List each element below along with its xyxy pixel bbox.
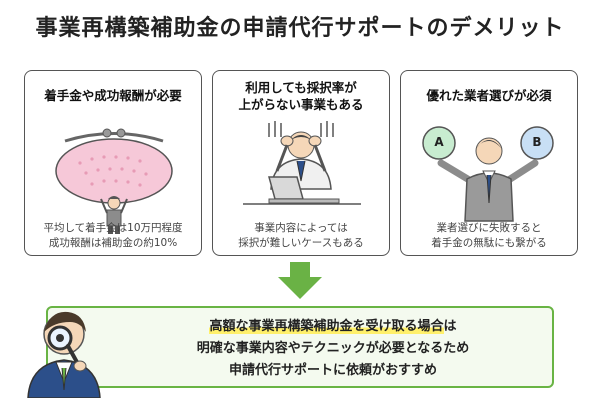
coin-purse-icon [55,128,173,234]
card-adoption-title-1: 利用しても採択率が [245,80,357,95]
page-title: 事業再構築補助金の申請代行サポートのデメリット [35,16,565,41]
businessman-choice-icon [422,126,554,222]
card-fees-title: 着手金や成功報酬が必要 [44,88,182,103]
card-vendor-title: 優れた業者選びが必須 [426,88,552,103]
card-fees: 着手金や成功報酬が必要 平均して着手金は10万円程度 成功報酬は補助金の約10% [24,70,202,256]
conclusion-line-1-rest: は [443,319,457,334]
detective-magnifier-icon [27,311,101,398]
card-fees-caption-2: 成功報酬は補助金の約10% [48,237,178,249]
card-vendor-caption-1: 業者選びに失敗すると [436,222,542,234]
choice-ball-a-label: A [434,135,444,149]
conclusion-line-3: 申請代行サポートに依頼がおすすめ [228,363,437,378]
conclusion-line-2: 明確な事業内容やテクニックが必要となるため [196,341,470,356]
conclusion-line-1: 高額な事業再構築補助金を受け取る場合は [118,316,548,338]
card-adoption-title-2: 上がらない事業もある [238,97,364,112]
stressed-man-laptop-icon [243,121,361,205]
card-vendor: 優れた業者選びが必須 A B 業者選びに失敗すると 着手金の無駄にも繋がる [400,70,578,256]
card-vendor-caption-2: 着手金の無駄にも繋がる [431,237,547,249]
choice-ball-b-label: B [532,135,542,149]
card-adoption-caption-1: 事業内容によっては [254,222,348,234]
down-arrow-icon [278,262,322,299]
card-fees-caption-1: 平均して着手金は10万円程度 [43,222,183,234]
conclusion-highlight: 高額な事業再構築補助金を受け取る場合 [209,319,444,334]
card-adoption-caption-2: 採択が難しいケースもある [238,237,364,249]
conclusion-text: 高額な事業再構築補助金を受け取る場合は 明確な事業内容やテクニックが必要となるた… [118,316,548,382]
card-adoption: 利用しても採択率が 上がらない事業もある 事業内容によっては 採択が難しいケース… [212,70,390,256]
conclusion-box: 高額な事業再構築補助金を受け取る場合は 明確な事業内容やテクニックが必要となるた… [46,306,554,388]
